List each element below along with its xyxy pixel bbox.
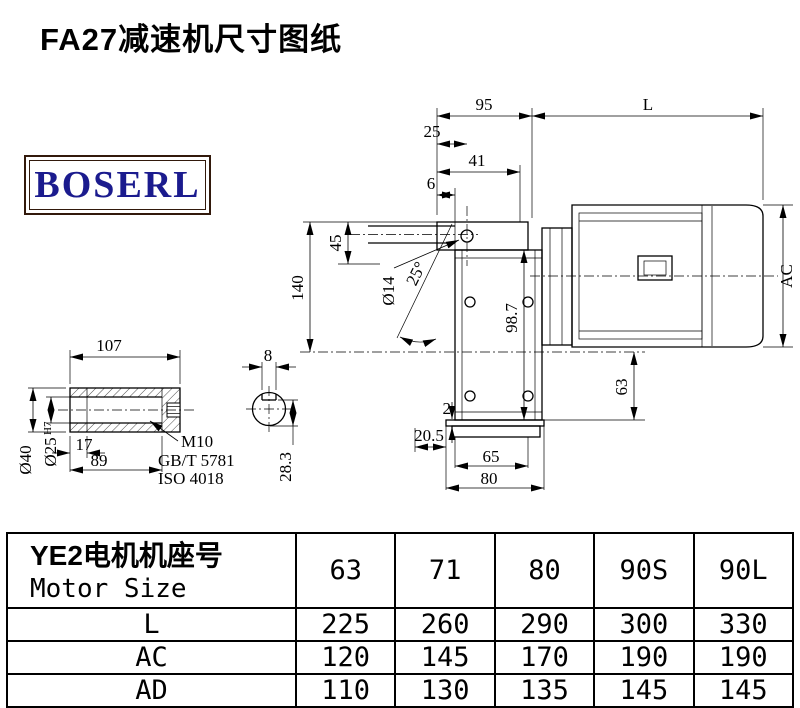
cell-AD-63: 110 [294, 673, 397, 708]
column-header-90s: 90S [593, 532, 695, 609]
dim-L-label: L [643, 95, 653, 114]
dim-98-7-label: 98.7 [502, 303, 521, 333]
hollow-shaft-stub [350, 225, 478, 244]
table-header-row: YE2电机机座号 Motor Size 63 71 80 90S 90L [6, 532, 795, 609]
column-header-63: 63 [294, 532, 397, 609]
dim-dia14-label: Ø14 [379, 276, 398, 306]
cell-AD-90s: 145 [593, 673, 695, 708]
cell-L-90s: 300 [593, 607, 695, 642]
dim-angle-label: 25° [402, 259, 430, 289]
boserl-logo: BOSERL [24, 155, 211, 215]
dim-2-label: 2 [443, 399, 452, 418]
cell-AC-90s: 190 [593, 640, 695, 675]
dim-89-label: 89 [91, 451, 108, 470]
cell-L-63: 225 [294, 607, 397, 642]
cell-L-80: 290 [493, 607, 596, 642]
dim-140-label: 140 [288, 275, 307, 301]
cell-AD-71: 130 [394, 673, 496, 708]
motor-body [530, 204, 778, 348]
table-row-AD: AD 110 130 135 145 145 [6, 673, 795, 708]
motor-size-header-cn: YE2电机机座号 [30, 539, 223, 571]
dim-45-label: 45 [326, 235, 345, 252]
dim-107-label: 107 [96, 336, 122, 355]
gearbox-housing [300, 206, 645, 421]
motor-size-header: YE2电机机座号 Motor Size [6, 532, 297, 609]
column-header-90l: 90L [692, 532, 795, 609]
cell-AC-71: 145 [394, 640, 496, 675]
shaft-detail-view: 107 17 89 Ø40 Ø25 H7 [16, 336, 235, 488]
dim-95-label: 95 [476, 95, 493, 114]
terminal-box [637, 255, 673, 281]
row-label-L: L [6, 607, 297, 642]
dim-6-label: 6 [427, 174, 436, 193]
dim-20-5-label: 20.5 [414, 426, 444, 445]
dim-41-label: 41 [469, 151, 486, 170]
dim-dia40-label: Ø40 [16, 445, 35, 474]
dim-dia25-label: Ø25 [41, 437, 60, 466]
boserl-logo-frame: BOSERL [29, 160, 206, 210]
cell-AD-90l: 145 [692, 673, 795, 708]
dim-8-label: 8 [264, 346, 273, 365]
cell-L-71: 260 [394, 607, 496, 642]
motor-size-header-en: Motor Size [30, 573, 187, 604]
row-label-AC: AC [6, 640, 297, 675]
main-dimensions: 95 L 25 41 6 45 140 Ø14 25° [288, 95, 796, 492]
technical-drawing: 95 L 25 41 6 45 140 Ø14 25° [16, 95, 796, 492]
cell-L-90l: 330 [692, 607, 795, 642]
boserl-logo-text: BOSERL [34, 164, 201, 206]
key-section-view: 8 28.3 [242, 346, 298, 482]
thread-m10-label: M10 [181, 432, 213, 451]
dim-dia25-tolerance: H7 [42, 421, 54, 435]
dim-65-label: 65 [483, 447, 500, 466]
tilt-line [396, 223, 453, 339]
dim-63-label: 63 [612, 379, 631, 396]
main-view [300, 204, 778, 438]
cell-AC-80: 170 [493, 640, 596, 675]
dim-25-label: 25 [424, 122, 441, 141]
standard-iso-label: ISO 4018 [158, 469, 224, 488]
cell-AC-90l: 190 [692, 640, 795, 675]
dimension-table: YE2电机机座号 Motor Size 63 71 80 90S 90L L 2… [6, 532, 795, 708]
column-header-71: 71 [394, 532, 496, 609]
mounting-foot [445, 419, 545, 438]
dim-80-label: 80 [481, 469, 498, 488]
dim-AC-label: AC [777, 264, 796, 288]
motor-adapter [541, 227, 573, 346]
dim-28-3-label: 28.3 [276, 452, 295, 482]
table-row-AC: AC 120 145 170 190 190 [6, 640, 795, 675]
table-row-L: L 225 260 290 300 330 [6, 607, 795, 642]
cell-AD-80: 135 [493, 673, 596, 708]
standard-gbt-label: GB/T 5781 [158, 451, 235, 470]
page-title: FA27减速机尺寸图纸 [40, 22, 343, 57]
cell-AC-63: 120 [294, 640, 397, 675]
column-header-80: 80 [493, 532, 596, 609]
row-label-AD: AD [6, 673, 297, 708]
dim-17-label: 17 [76, 435, 94, 454]
